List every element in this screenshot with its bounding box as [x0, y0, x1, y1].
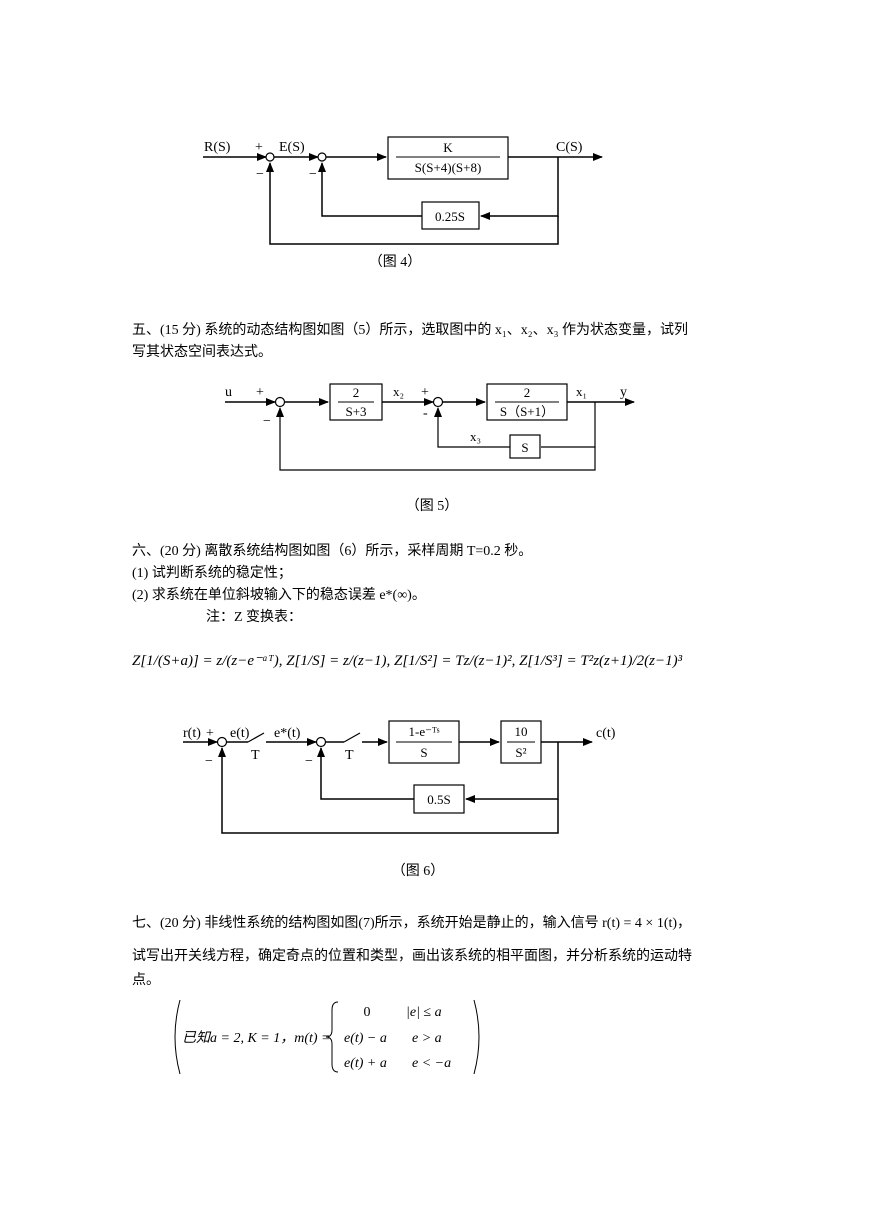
q6-z-transform-table: Z[1/(S+a)] = z/(z−e⁻ᵃᵀ), Z[1/S] = z/(z−1… — [132, 653, 683, 669]
q7-case2-condition: e > a — [412, 1031, 442, 1046]
fig5-block2-den: S（S+1） — [500, 404, 554, 419]
fig4-e-label: E(S) — [279, 140, 305, 155]
fig6-feedback-label: 0.5S — [427, 792, 450, 807]
fig6-minus-1: − — [205, 754, 213, 769]
fig4-outer-feedback-line — [266, 162, 559, 245]
fig5-minus-1: − — [263, 414, 271, 429]
fig6-summing-junction-2 — [315, 736, 327, 748]
q7-given-svg: 已知a = 2, K = 1，m(t) = 0 |e| ≤ a e(t) − a… — [174, 999, 480, 1075]
fig4-forward-num: K — [443, 140, 453, 155]
fig4-inner-feedback-return — [318, 162, 422, 217]
fig4-forward-block — [387, 136, 509, 180]
figure-5-diagram: u + − 2 S+3 x₂ + - 2 S（S+1） x₁ y x₃ S — [225, 383, 635, 471]
fig5-inner-feedback-return — [434, 407, 510, 448]
fig5-block1-num: 2 — [353, 385, 360, 400]
fig6-plus: + — [206, 726, 214, 741]
fig5-block2-num: 2 — [524, 385, 531, 400]
fig6-caption: （图 6） — [391, 864, 445, 879]
q7-line-1: 七、(20 分) 非线性系统的结构图如图(7)所示，系统开始是静止的，输入信号 … — [132, 916, 692, 931]
fig4-summing-junction-1 — [265, 152, 275, 162]
fig6-zoh-den: S — [420, 745, 427, 760]
q7-given-prefix: 已知a = 2, K = 1，m(t) = — [182, 1030, 331, 1046]
fig6-minus-2: − — [305, 754, 313, 769]
fig6-sampler-switch-1 — [247, 732, 265, 743]
q7-line-2: 试写出开关线方程，确定奇点的位置和类型，画出该系统的相平面图，并分析系统的运动特 — [132, 949, 692, 964]
q5-line-1: 五、(15 分) 系统的动态结构图如图（5）所示，选取图中的 x₁、x₂、x₃ … — [132, 323, 688, 338]
fig5-y-label: y — [620, 385, 627, 400]
q6-line-2: (1) 试判断系统的稳定性； — [132, 566, 292, 581]
fig4-forward-den: S(S+4)(S+8) — [415, 160, 482, 175]
fig4-c-label: C(S) — [556, 140, 583, 155]
fig5-summing-junction-2 — [432, 396, 444, 408]
q7-case1-condition: |e| ≤ a — [406, 1005, 442, 1020]
fig6-inner-feedback-return — [317, 747, 414, 800]
fig5-x3-label: x₃ — [470, 429, 481, 444]
fig6-r-label: r(t) — [183, 726, 201, 741]
left-paren-icon — [174, 999, 181, 1075]
fig6-summing-junction-1 — [216, 736, 228, 748]
fig4-plus: + — [255, 140, 263, 155]
q7-case3-value: e(t) + a — [344, 1056, 387, 1071]
q7-case3-condition: e < −a — [412, 1056, 451, 1071]
fig5-caption: （图 5） — [405, 499, 459, 514]
fig6-zoh-num: 1-e⁻ᵀˢ — [409, 724, 440, 739]
figure-4-diagram: R(S) + − E(S) − K S(S+4)(S+8) C(S) 0.25S — [203, 136, 603, 245]
q7-case1-value: 0 — [364, 1005, 371, 1020]
q7-line-3: 点。 — [132, 973, 160, 988]
fig4-feedback-label: 0.25S — [435, 209, 465, 224]
fig4-minus-1: − — [256, 167, 264, 182]
q6-line-1: 六、(20 分) 离散系统结构图如图（6）所示，采样周期 T=0.2 秒。 — [132, 544, 533, 559]
fig6-estar-label: e*(t) — [274, 726, 301, 741]
fig6-sampler-switch-2 — [343, 732, 361, 743]
fig6-outer-feedback-line — [218, 747, 559, 834]
fig4-caption: （图 4） — [368, 255, 422, 270]
fig6-T-label-2: T — [345, 748, 354, 763]
fig4-summing-junction-2 — [317, 152, 327, 162]
q6-note: 注：Z 变换表： — [206, 610, 303, 625]
left-brace-icon — [325, 1001, 339, 1073]
figure-6-diagram: r(t) + − e(t) T e*(t) − T 1-e⁻ᵀˢ S 10 S²… — [183, 720, 616, 834]
fig5-plus-2: + — [421, 385, 429, 400]
right-paren-icon — [473, 999, 480, 1075]
fig5-minus-2: - — [423, 406, 428, 421]
fig6-T-label-1: T — [251, 748, 260, 763]
fig5-x2-label: x₂ — [393, 384, 404, 399]
fig6-e-label: e(t) — [230, 726, 250, 741]
fig5-x1-label: x₁ — [576, 384, 587, 399]
fig6-plant-den: S² — [515, 745, 526, 760]
fig4-minus-2: − — [309, 167, 317, 182]
fig5-summing-junction-1 — [274, 396, 286, 408]
fig5-block1-den: S+3 — [345, 404, 366, 419]
q7-case2-value: e(t) − a — [344, 1031, 387, 1046]
fig5-feedback-label: S — [521, 440, 528, 455]
fig5-plus-1: + — [256, 385, 264, 400]
fig5-u-label: u — [225, 385, 232, 400]
fig6-c-label: c(t) — [596, 726, 616, 741]
fig4-r-label: R(S) — [204, 140, 231, 155]
q7-given-conditions: 已知a = 2, K = 1，m(t) = 0 |e| ≤ a e(t) − a… — [172, 998, 482, 1076]
fig6-plant-num: 10 — [515, 724, 528, 739]
fig5-outer-feedback-line — [276, 407, 596, 471]
q6-line-3: (2) 求系统在单位斜坡输入下的稳态误差 e*(∞)。 — [132, 588, 426, 603]
q5-line-2: 写其状态空间表达式。 — [132, 345, 272, 360]
